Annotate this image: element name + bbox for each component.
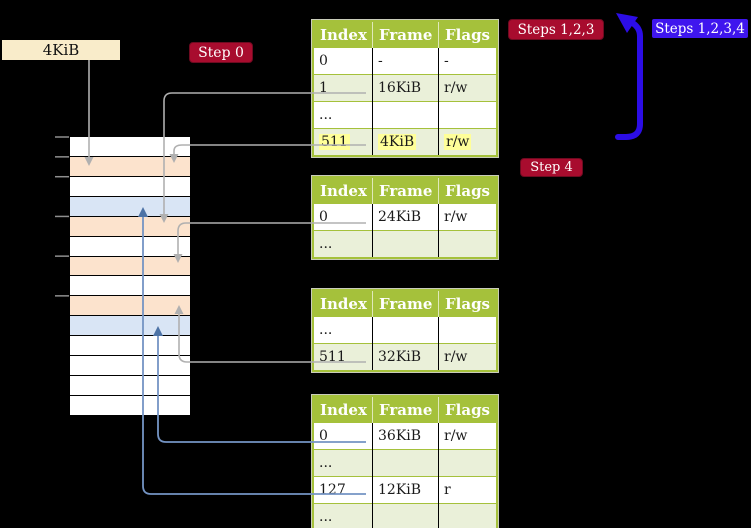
table-cell: 511 [313,128,373,156]
table-cell: 0 [313,422,373,450]
memory-address-ticks [55,136,69,297]
frame-4kib-box: 4KiB [2,40,120,60]
table-cell: 1 [313,74,373,102]
table-cell: ... [313,230,373,258]
column-header-flags: Flags [438,396,497,423]
table-cell: - [372,47,439,75]
memory-frame-row-5 [70,235,190,256]
table-cell [438,449,497,477]
column-header-frame: Frame [372,21,439,48]
memory-frame-row-11 [70,355,190,376]
table-cell: 0 [313,47,373,75]
badge-step-0: Step 0 [189,42,253,63]
memory-frame-row-10 [70,335,190,356]
table-cell [372,503,439,528]
table-cell: r/w [438,422,497,450]
table-cell [438,316,497,344]
memory-frame-row-0 [70,137,190,156]
table-cell: r/w [438,128,497,156]
table-cell [372,101,439,129]
badge-step-4: Step 4 [520,158,583,177]
highlighted-value: r/w [444,134,472,150]
table-cell: ... [313,449,373,477]
column-header-flags: Flags [438,21,497,48]
badge-steps-1-2-3: Steps 1,2,3 [508,19,604,40]
column-header-index: Index [313,396,373,423]
table-cell: r [438,476,497,504]
table-row-1: ... [313,449,497,477]
memory-frame-row-1 [70,155,190,176]
memory-frame-row-6 [70,255,190,276]
frame-4kib-label: 4KiB [42,41,80,59]
table-cell [438,230,497,258]
column-header-index: Index [313,21,373,48]
table-row-0: ... [313,316,497,344]
badge-steps-1-2-3-4: Steps 1,2,3,4 [652,19,748,38]
highlighted-value: 511 [319,134,350,150]
column-header-index: Index [313,290,373,317]
table-cell: 24KiB [372,203,439,231]
table-row-3: ... [313,503,497,528]
table-row-1: ... [313,230,497,258]
table-cell [372,449,439,477]
table-row-0: 0-- [313,47,497,75]
memory-frame-row-13 [70,394,190,415]
memory-frame-row-9 [70,315,190,336]
memory-frame-row-2 [70,175,190,196]
table-cell [438,503,497,528]
column-header-frame: Frame [372,396,439,423]
table-cell: 32KiB [372,343,439,371]
table-cell: r/w [438,203,497,231]
table-cell: - [438,47,497,75]
physical-memory-stack [70,137,190,415]
column-header-flags: Flags [438,290,497,317]
recursive-loop-arrow [615,19,643,140]
table-cell: 12KiB [372,476,439,504]
memory-frame-row-4 [70,215,190,236]
table-cell [372,316,439,344]
table-cell: ... [313,101,373,129]
table-row-2: ... [313,101,497,129]
table-cell: ... [313,316,373,344]
memory-frame-row-7 [70,275,190,296]
table-cell: 4KiB [372,128,439,156]
table-cell [372,230,439,258]
table-cell: 36KiB [372,422,439,450]
memory-frame-row-8 [70,295,190,316]
column-header-flags: Flags [438,177,497,204]
memory-frame-row-12 [70,375,190,395]
column-header-frame: Frame [372,177,439,204]
recursive-loop-arrowhead-icon [616,13,638,33]
table-cell: r/w [438,343,497,371]
table-row-3: 511 4KiB r/w [313,128,497,156]
column-header-index: Index [313,177,373,204]
table-cell: r/w [438,74,497,102]
table-cell: 0 [313,203,373,231]
table-cell: ... [313,503,373,528]
column-header-frame: Frame [372,290,439,317]
highlighted-value: 4KiB [378,134,417,150]
table-cell [438,101,497,129]
table-cell: 127 [313,476,373,504]
table-cell: 16KiB [372,74,439,102]
table-cell: 511 [313,343,373,371]
memory-frame-row-3 [70,195,190,216]
